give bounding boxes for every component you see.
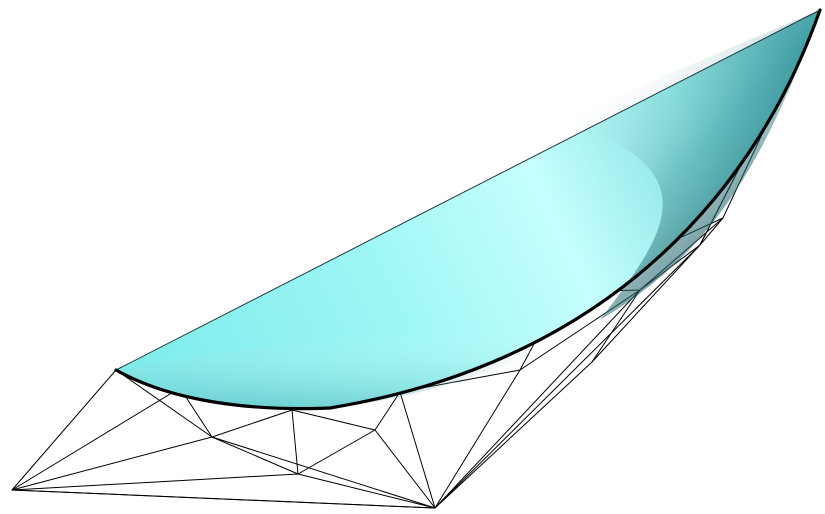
mesh-edge bbox=[699, 217, 724, 246]
mesh-edge bbox=[297, 473, 436, 509]
mesh-edge bbox=[11, 489, 436, 509]
mesh-edge bbox=[374, 429, 436, 509]
boundary-curve bbox=[114, 8, 822, 411]
surface-shadow-bottom bbox=[116, 290, 640, 409]
mesh-edge bbox=[297, 429, 376, 475]
mesh-edge bbox=[399, 391, 436, 509]
shaded-surface bbox=[115, 9, 821, 409]
mesh-edge bbox=[11, 387, 181, 491]
mesh-edge bbox=[115, 369, 213, 438]
mesh-edge bbox=[434, 361, 593, 509]
surface-top-edge bbox=[115, 9, 821, 371]
mesh-edge bbox=[374, 391, 401, 431]
mesh-edge bbox=[434, 369, 521, 509]
mesh-edge bbox=[211, 436, 436, 509]
mesh-edge bbox=[11, 473, 299, 491]
mesh-edge bbox=[291, 409, 376, 431]
mesh-edge bbox=[11, 436, 213, 491]
mesh-edge bbox=[591, 244, 701, 363]
mesh-edge bbox=[591, 289, 641, 363]
mesh-edge bbox=[211, 409, 293, 438]
mesh-edge bbox=[211, 436, 299, 475]
mesh-edge bbox=[434, 289, 641, 509]
surface-shadow-right bbox=[560, 10, 820, 320]
mesh-edge bbox=[291, 409, 299, 475]
